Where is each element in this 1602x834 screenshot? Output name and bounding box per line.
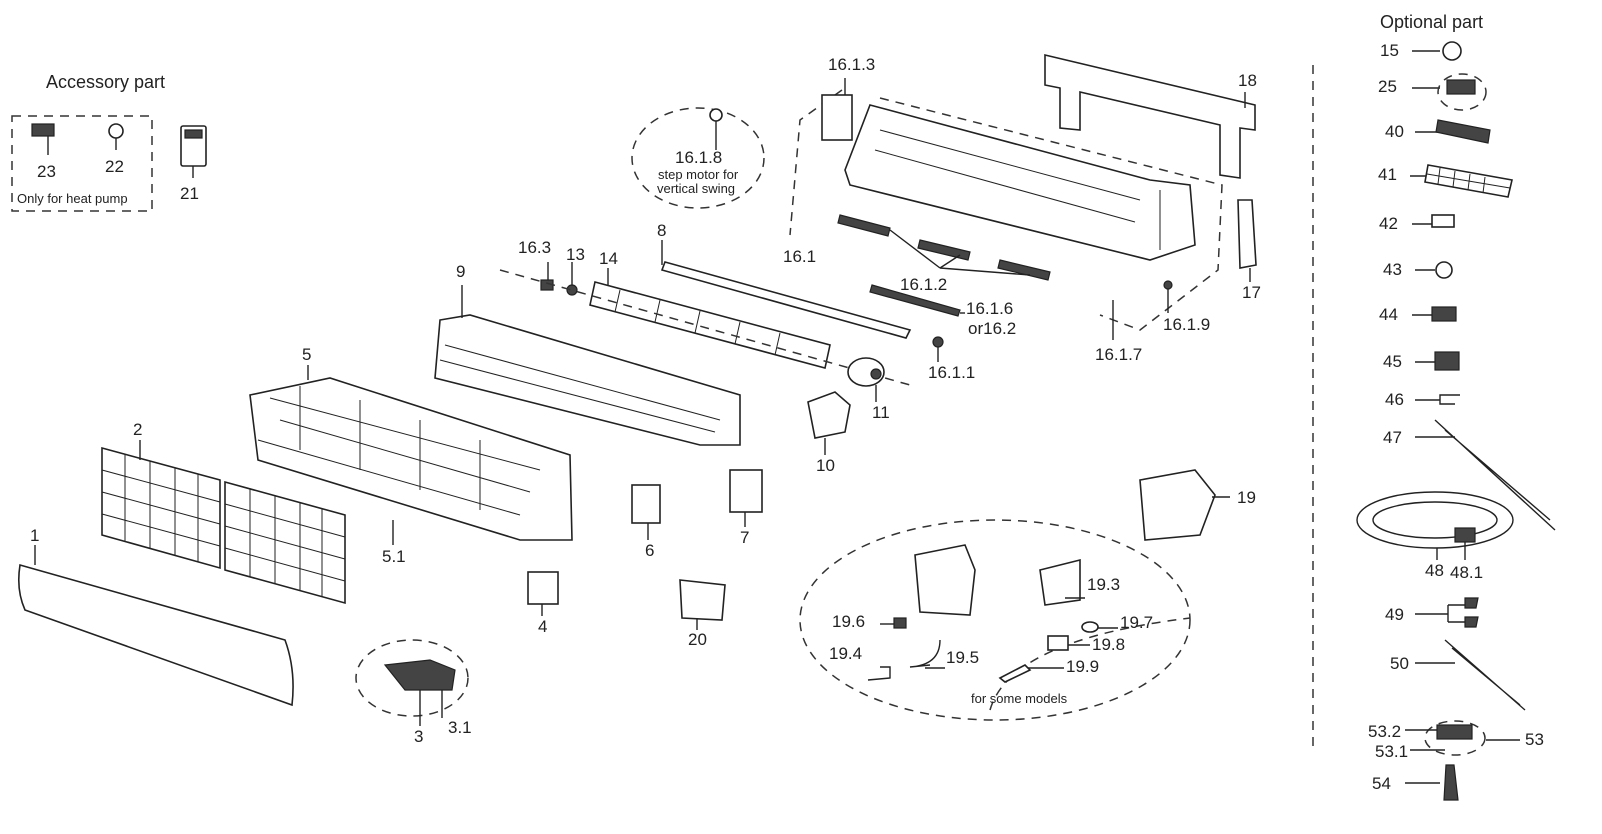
- part-2-filter-drawing: [101, 440, 346, 605]
- label-6: 6: [645, 541, 654, 560]
- label-19-3: 19.3: [1087, 575, 1120, 594]
- part-20-drawing: [679, 579, 726, 630]
- label-20: 20: [688, 630, 707, 649]
- label-9: 9: [456, 262, 465, 281]
- part-5-front-frame-drawing: [249, 365, 573, 545]
- label-16-1-2: 16.1.2: [900, 275, 947, 294]
- part-3-callout: [355, 639, 469, 717]
- part-3-drawing: [383, 659, 456, 726]
- label-7: 7: [740, 528, 749, 547]
- electric-box-callout: [799, 519, 1191, 721]
- label-16-1-9: 16.1.9: [1163, 315, 1210, 334]
- part-11-fan-motor-drawing: [847, 357, 885, 402]
- part-16-1-8-step-motor-drawing: [709, 108, 723, 150]
- label-11: 11: [872, 403, 890, 422]
- part-9-evaporator-drawing: [434, 285, 741, 446]
- part-7-drawing: [729, 469, 763, 527]
- label-19-6: 19.6: [832, 612, 865, 631]
- label-16-3: 16.3: [518, 238, 551, 257]
- part-1-front-panel-drawing: [18, 545, 294, 707]
- label-22: 22: [105, 157, 124, 176]
- label-43: 43: [1383, 260, 1402, 279]
- label-19-4: 19.4: [829, 644, 862, 663]
- label-4: 4: [538, 617, 547, 636]
- step-motor-callout: [631, 107, 765, 209]
- some-models-note: for some models: [971, 691, 1068, 706]
- part-16-1-chassis-drawing: [821, 78, 1196, 362]
- label-19: 19: [1237, 488, 1256, 507]
- accessory-heading: Accessory part: [46, 72, 165, 92]
- label-53: 53: [1525, 730, 1544, 749]
- label-41: 41: [1378, 165, 1397, 184]
- label-19-9: 19.9: [1066, 657, 1099, 676]
- label-14: 14: [599, 249, 618, 268]
- label-49: 49: [1385, 605, 1404, 624]
- optional-heading: Optional part: [1380, 12, 1483, 32]
- label-16-1-8: 16.1.8: [675, 148, 722, 167]
- part-6-drawing: [631, 484, 661, 540]
- label-13: 13: [566, 245, 585, 264]
- part-22-drawing: [108, 123, 124, 150]
- label-5-1: 5.1: [382, 547, 406, 566]
- label-23: 23: [37, 162, 56, 181]
- part-10-drawing: [807, 391, 851, 455]
- label-53-1: 53.1: [1375, 742, 1408, 761]
- label-46: 46: [1385, 390, 1404, 409]
- label-16-1-1: 16.1.1: [928, 363, 975, 382]
- step-motor-note-2: vertical swing: [657, 181, 735, 196]
- label-48: 48: [1425, 561, 1444, 580]
- label-16-1: 16.1: [783, 247, 816, 266]
- label-10: 10: [816, 456, 835, 475]
- label-47: 47: [1383, 428, 1402, 447]
- part-21-remote-drawing: [180, 125, 207, 178]
- label-3: 3: [414, 727, 423, 746]
- part-18-mounting-plate-drawing: [1044, 53, 1256, 179]
- label-17: 17: [1242, 283, 1261, 302]
- label-50: 50: [1390, 654, 1409, 673]
- heat-pump-note: Only for heat pump: [17, 191, 128, 206]
- label-54: 54: [1372, 774, 1391, 793]
- label-5: 5: [302, 345, 311, 364]
- part-14-cross-flow-fan-drawing: [499, 262, 911, 386]
- label-44: 44: [1379, 305, 1398, 324]
- label-19-5: 19.5: [946, 648, 979, 667]
- label-45: 45: [1383, 352, 1402, 371]
- label-2: 2: [133, 420, 142, 439]
- part-17-drawing: [1237, 199, 1257, 282]
- label-16-1-6: 16.1.6: [966, 299, 1013, 318]
- label-25: 25: [1378, 77, 1397, 96]
- label-40: 40: [1385, 122, 1404, 141]
- label-19-8: 19.8: [1092, 635, 1125, 654]
- label-16-1-7: 16.1.7: [1095, 345, 1142, 364]
- label-21: 21: [180, 184, 199, 203]
- label-3-1: 3.1: [448, 718, 472, 737]
- part-23-drawing: [31, 123, 55, 155]
- step-motor-note-1: step motor for: [658, 167, 739, 182]
- label-53-2: 53.2: [1368, 722, 1401, 741]
- label-16-1-3: 16.1.3: [828, 55, 875, 74]
- part-4-drawing: [527, 571, 559, 616]
- label-15: 15: [1380, 41, 1399, 60]
- part-19-components-drawing: [867, 544, 1118, 683]
- label-48-1: 48.1: [1450, 563, 1483, 582]
- label-1: 1: [30, 526, 39, 545]
- label-19-7: 19.7: [1120, 613, 1153, 632]
- label-8: 8: [657, 221, 666, 240]
- some-models-callout: [989, 617, 1191, 711]
- part-8-drawing: [660, 240, 912, 339]
- label-18: 18: [1238, 71, 1257, 90]
- label-16-2: or16.2: [968, 319, 1016, 338]
- label-42: 42: [1379, 214, 1398, 233]
- optional-parts-drawings: [1356, 41, 1556, 801]
- heat-pump-accessory-box: [11, 115, 153, 212]
- part-19-electric-box-drawing: [1139, 469, 1230, 541]
